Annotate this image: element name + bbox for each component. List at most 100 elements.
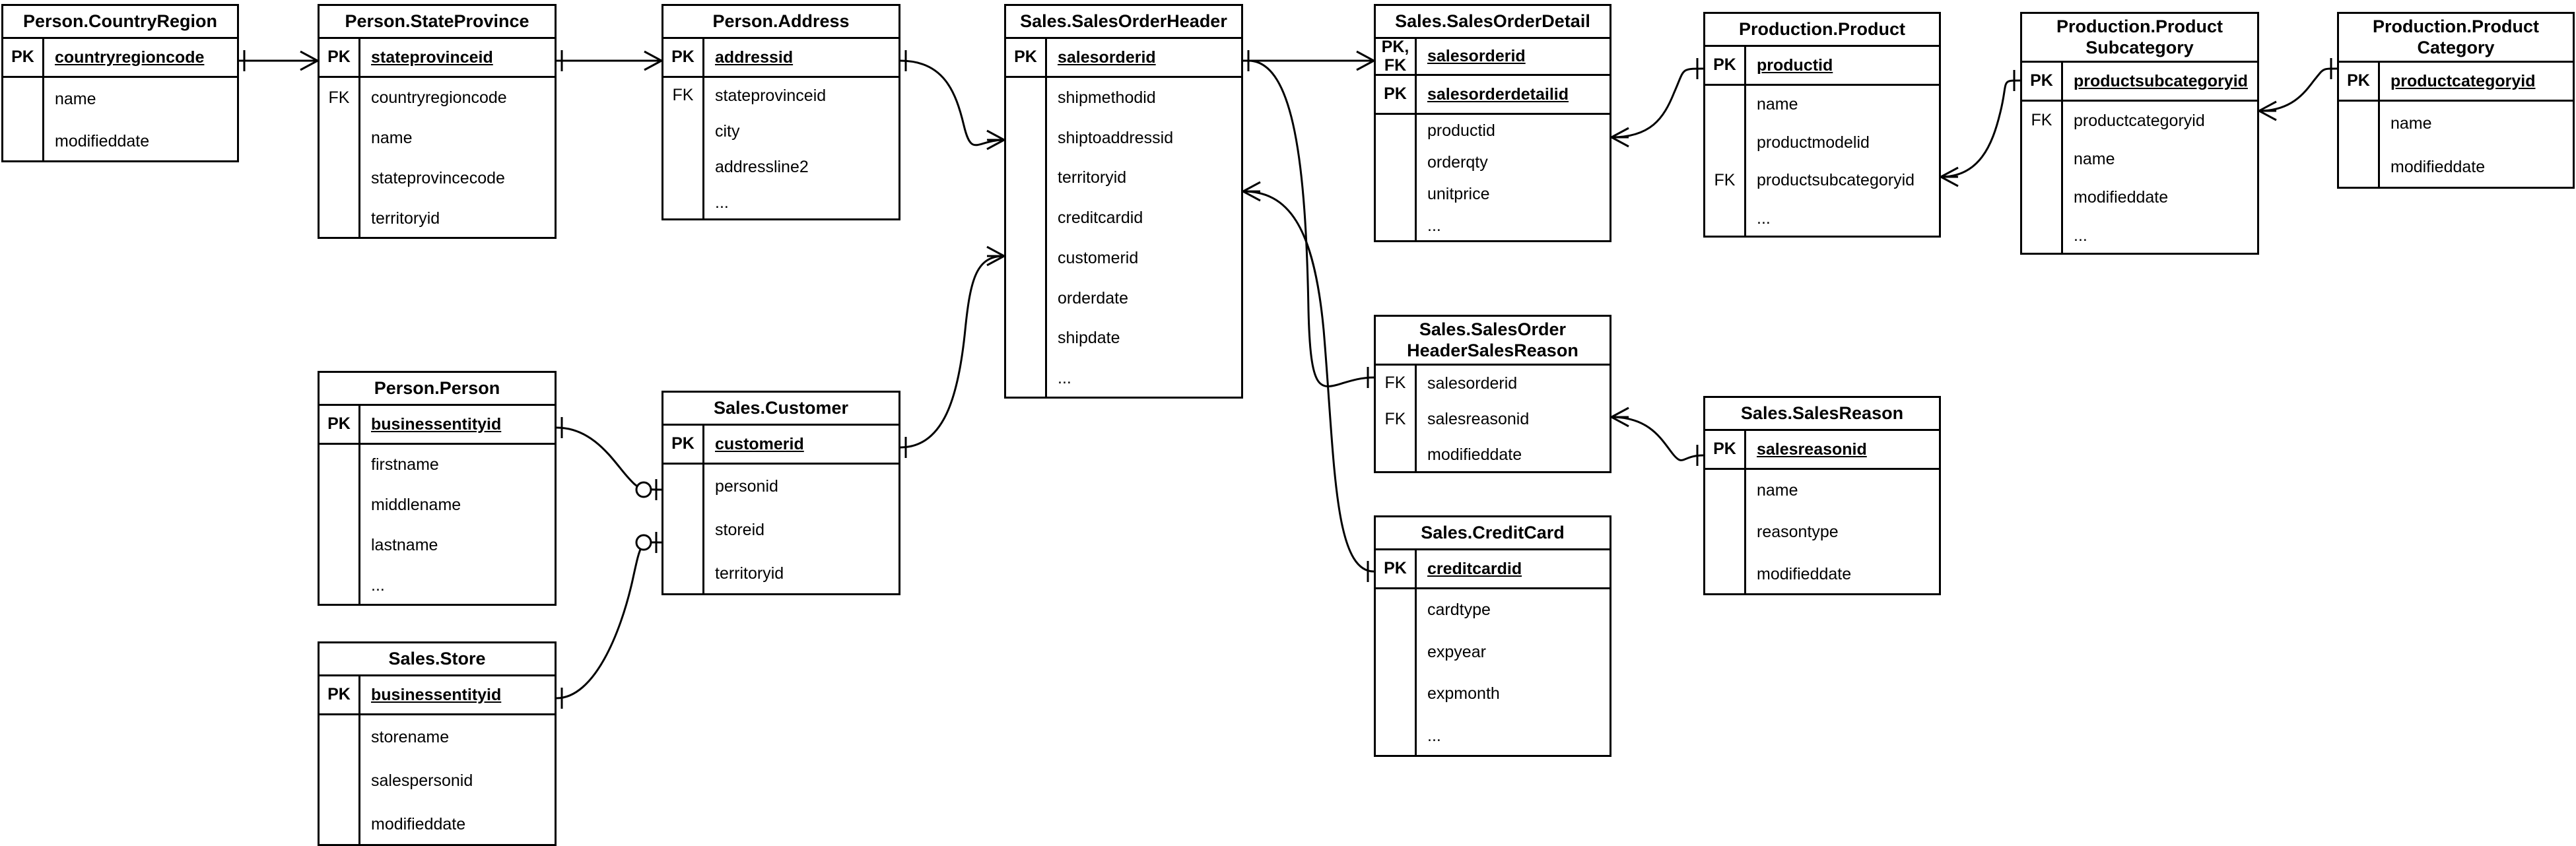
attribute-row: salespersonid	[320, 759, 555, 802]
key-label: PK	[320, 406, 360, 443]
attribute-name: expyear	[1427, 642, 1486, 661]
key-label: PK	[663, 426, 704, 463]
attribute-row: modifieddate	[2339, 145, 2573, 189]
edge-creditcard-salesorderheader	[1242, 190, 1374, 573]
attribute-row: ...	[1376, 715, 1610, 757]
crowfoot-soh-creditcard	[1242, 181, 1261, 202]
key-label	[2022, 140, 2063, 178]
entity-title: Person.Person	[320, 373, 555, 406]
entity-title: Production.Product Subcategory	[2022, 14, 2257, 63]
attribute-row: ...	[1705, 199, 1939, 238]
attribute-row: modifieddate	[3, 120, 237, 162]
attribute-name: businessentityid	[371, 685, 502, 704]
attribute-row: territoryid	[663, 552, 898, 595]
attribute-name: productcategoryid	[2390, 71, 2536, 90]
attribute-row: expmonth	[1376, 673, 1610, 715]
key-label: PK	[1705, 431, 1746, 468]
attribute-row: territoryid	[320, 199, 555, 239]
attribute-row: middlename	[320, 485, 555, 525]
attribute-name: orderdate	[1058, 288, 1129, 308]
key-label	[663, 114, 704, 149]
attribute-name: productcategoryid	[2074, 111, 2205, 130]
key-label	[1376, 589, 1417, 632]
key-label: PK	[320, 676, 360, 713]
attribute-name: salesorderdetailid	[1427, 84, 1569, 104]
attribute-name: ...	[1757, 209, 1771, 228]
key-label	[663, 552, 704, 595]
attribute-name: shipdate	[1058, 329, 1120, 348]
attribute-row: territoryid	[1006, 158, 1241, 199]
key-label	[1006, 278, 1047, 319]
attribute-name: name	[1757, 95, 1798, 114]
edge-product-salesorderdetail	[1611, 67, 1704, 139]
key-label	[1705, 511, 1746, 554]
attribute-name: name	[2390, 114, 2432, 133]
key-label	[1006, 158, 1047, 199]
attribute-row: modifieddate	[2022, 178, 2257, 216]
attribute-name: stateprovinceid	[371, 48, 493, 67]
key-label: PK	[2339, 63, 2380, 100]
key-label	[1006, 117, 1047, 158]
edge-customer-salesorderheader	[900, 255, 1005, 449]
attribute-name: addressid	[715, 48, 794, 67]
attribute-name: customerid	[1058, 248, 1139, 267]
entity-title: Sales.Store	[320, 643, 555, 676]
key-label	[3, 78, 44, 120]
crowfoot-subcategory-category	[2258, 100, 2277, 121]
key-label: FK	[1705, 162, 1746, 200]
attribute-name: shipmethodid	[1058, 88, 1156, 107]
attribute-row: orderqty	[1376, 146, 1610, 179]
attribute-name: countryregioncode	[55, 48, 205, 67]
attribute-row: productmodelid	[1705, 123, 1939, 162]
key-label: PK	[1705, 47, 1746, 84]
crowfoot-address-stateprovince	[644, 50, 662, 71]
edge-salesorderheader-salesreasonlink	[1248, 59, 1374, 387]
key-label	[1705, 199, 1746, 238]
key-label	[1376, 115, 1417, 147]
entity-title: Sales.Customer	[663, 393, 898, 426]
key-label	[663, 185, 704, 220]
attribute-row: shipmethodid	[1006, 78, 1241, 118]
key-label	[320, 118, 360, 158]
edge-address-salesorderheader	[900, 59, 1005, 146]
key-label: PK	[2022, 63, 2063, 100]
attribute-row: name	[2022, 140, 2257, 178]
key-label	[320, 759, 360, 802]
attribute-row: firstname	[320, 445, 555, 485]
primary-key-section: PK productcategoryid	[2339, 63, 2573, 102]
attribute-name: modifieddate	[2390, 157, 2486, 176]
attribute-name: city	[715, 121, 740, 141]
key-label	[1705, 470, 1746, 512]
attribute-row: ...	[320, 566, 555, 606]
attribute-name: lastname	[371, 536, 438, 554]
key-label	[320, 802, 360, 846]
attribute-name: ...	[1427, 726, 1441, 745]
pk-row: PK productcategoryid	[2339, 63, 2573, 100]
attribute-row: city	[663, 114, 898, 149]
key-label	[320, 445, 360, 485]
key-label	[1705, 86, 1746, 124]
attribute-name: creditcardid	[1427, 559, 1522, 578]
key-label: FK	[1376, 401, 1417, 438]
